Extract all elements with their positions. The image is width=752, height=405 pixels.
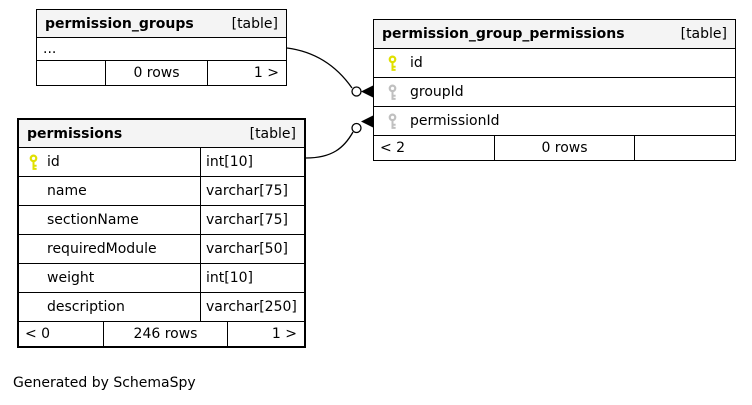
stat-parents: < 2 — [380, 140, 406, 156]
column-type: varchar[250] — [200, 293, 304, 321]
column-name: weight — [47, 270, 95, 286]
column-name: id — [47, 154, 60, 170]
table-header[interactable]: permission_groups [table] — [37, 10, 286, 37]
stat-row-count: 0 rows — [105, 61, 207, 85]
column-row: weight int[10] — [19, 263, 304, 292]
table-stats-row: < 0 246 rows 1 > — [19, 321, 304, 346]
relationship-curve-permissions — [305, 131, 354, 159]
column-row: id int[10] — [19, 147, 304, 176]
stat-children: 1 > — [227, 322, 304, 346]
table-name[interactable]: permission_groups — [45, 15, 194, 32]
fk-zero-circle-permissionid — [351, 122, 362, 134]
table-header[interactable]: permission_group_permissions [table] — [374, 20, 735, 48]
column-type: varchar[50] — [200, 235, 304, 263]
foreign-key-icon — [374, 113, 410, 130]
table-stats-row: < 2 0 rows — [374, 135, 735, 160]
column-type: varchar[75] — [200, 177, 304, 205]
fk-zero-circle-groupid — [351, 86, 362, 97]
column-name: requiredModule — [47, 241, 157, 257]
stat-row-count: 246 rows — [103, 322, 227, 346]
relationship-curve-groups — [286, 47, 353, 89]
stat-row-count: 0 rows — [494, 136, 634, 160]
stat-parents: < 0 — [25, 326, 51, 342]
collapsed-columns-row: ... — [37, 37, 286, 60]
column-row: groupId — [374, 77, 735, 106]
column-type: int[10] — [200, 148, 304, 176]
stat-right — [634, 136, 735, 160]
table-permission-group-permissions[interactable]: permission_group_permissions [table] id … — [373, 19, 736, 161]
column-row: requiredModule varchar[50] — [19, 234, 304, 263]
column-name: groupId — [410, 84, 464, 100]
column-type: int[10] — [200, 264, 304, 292]
table-name[interactable]: permissions — [27, 125, 123, 142]
column-name: name — [47, 183, 87, 199]
table-type-label: [table] — [249, 125, 296, 142]
ellipsis-label: ... — [43, 41, 57, 57]
table-name[interactable]: permission_group_permissions — [382, 26, 625, 42]
column-type: varchar[75] — [200, 206, 304, 234]
table-permission-groups[interactable]: permission_groups [table] ... 0 rows 1 > — [36, 9, 287, 86]
column-name: id — [410, 55, 423, 71]
primary-key-icon — [374, 55, 410, 72]
column-name: description — [47, 299, 125, 315]
primary-key-icon — [19, 154, 47, 171]
column-row: description varchar[250] — [19, 292, 304, 321]
crowfoot-arrow-permissionid — [361, 115, 373, 128]
crowfoot-arrow-groupid — [361, 85, 373, 98]
stat-children: 1 > — [207, 61, 286, 85]
column-row: permissionId — [374, 106, 735, 135]
foreign-key-icon — [374, 84, 410, 101]
column-row: sectionName varchar[75] — [19, 205, 304, 234]
table-type-label: [table] — [680, 26, 727, 42]
stat-left — [37, 61, 105, 85]
column-name: permissionId — [410, 113, 500, 129]
table-stats-row: 0 rows 1 > — [37, 60, 286, 85]
table-header[interactable]: permissions [table] — [19, 120, 304, 147]
generated-by-note: Generated by SchemaSpy — [13, 375, 196, 391]
column-row: name varchar[75] — [19, 176, 304, 205]
table-permissions[interactable]: permissions [table] id int[10] name varc… — [17, 118, 306, 348]
table-type-label: [table] — [231, 15, 278, 32]
column-name: sectionName — [47, 212, 139, 228]
column-row: id — [374, 48, 735, 77]
